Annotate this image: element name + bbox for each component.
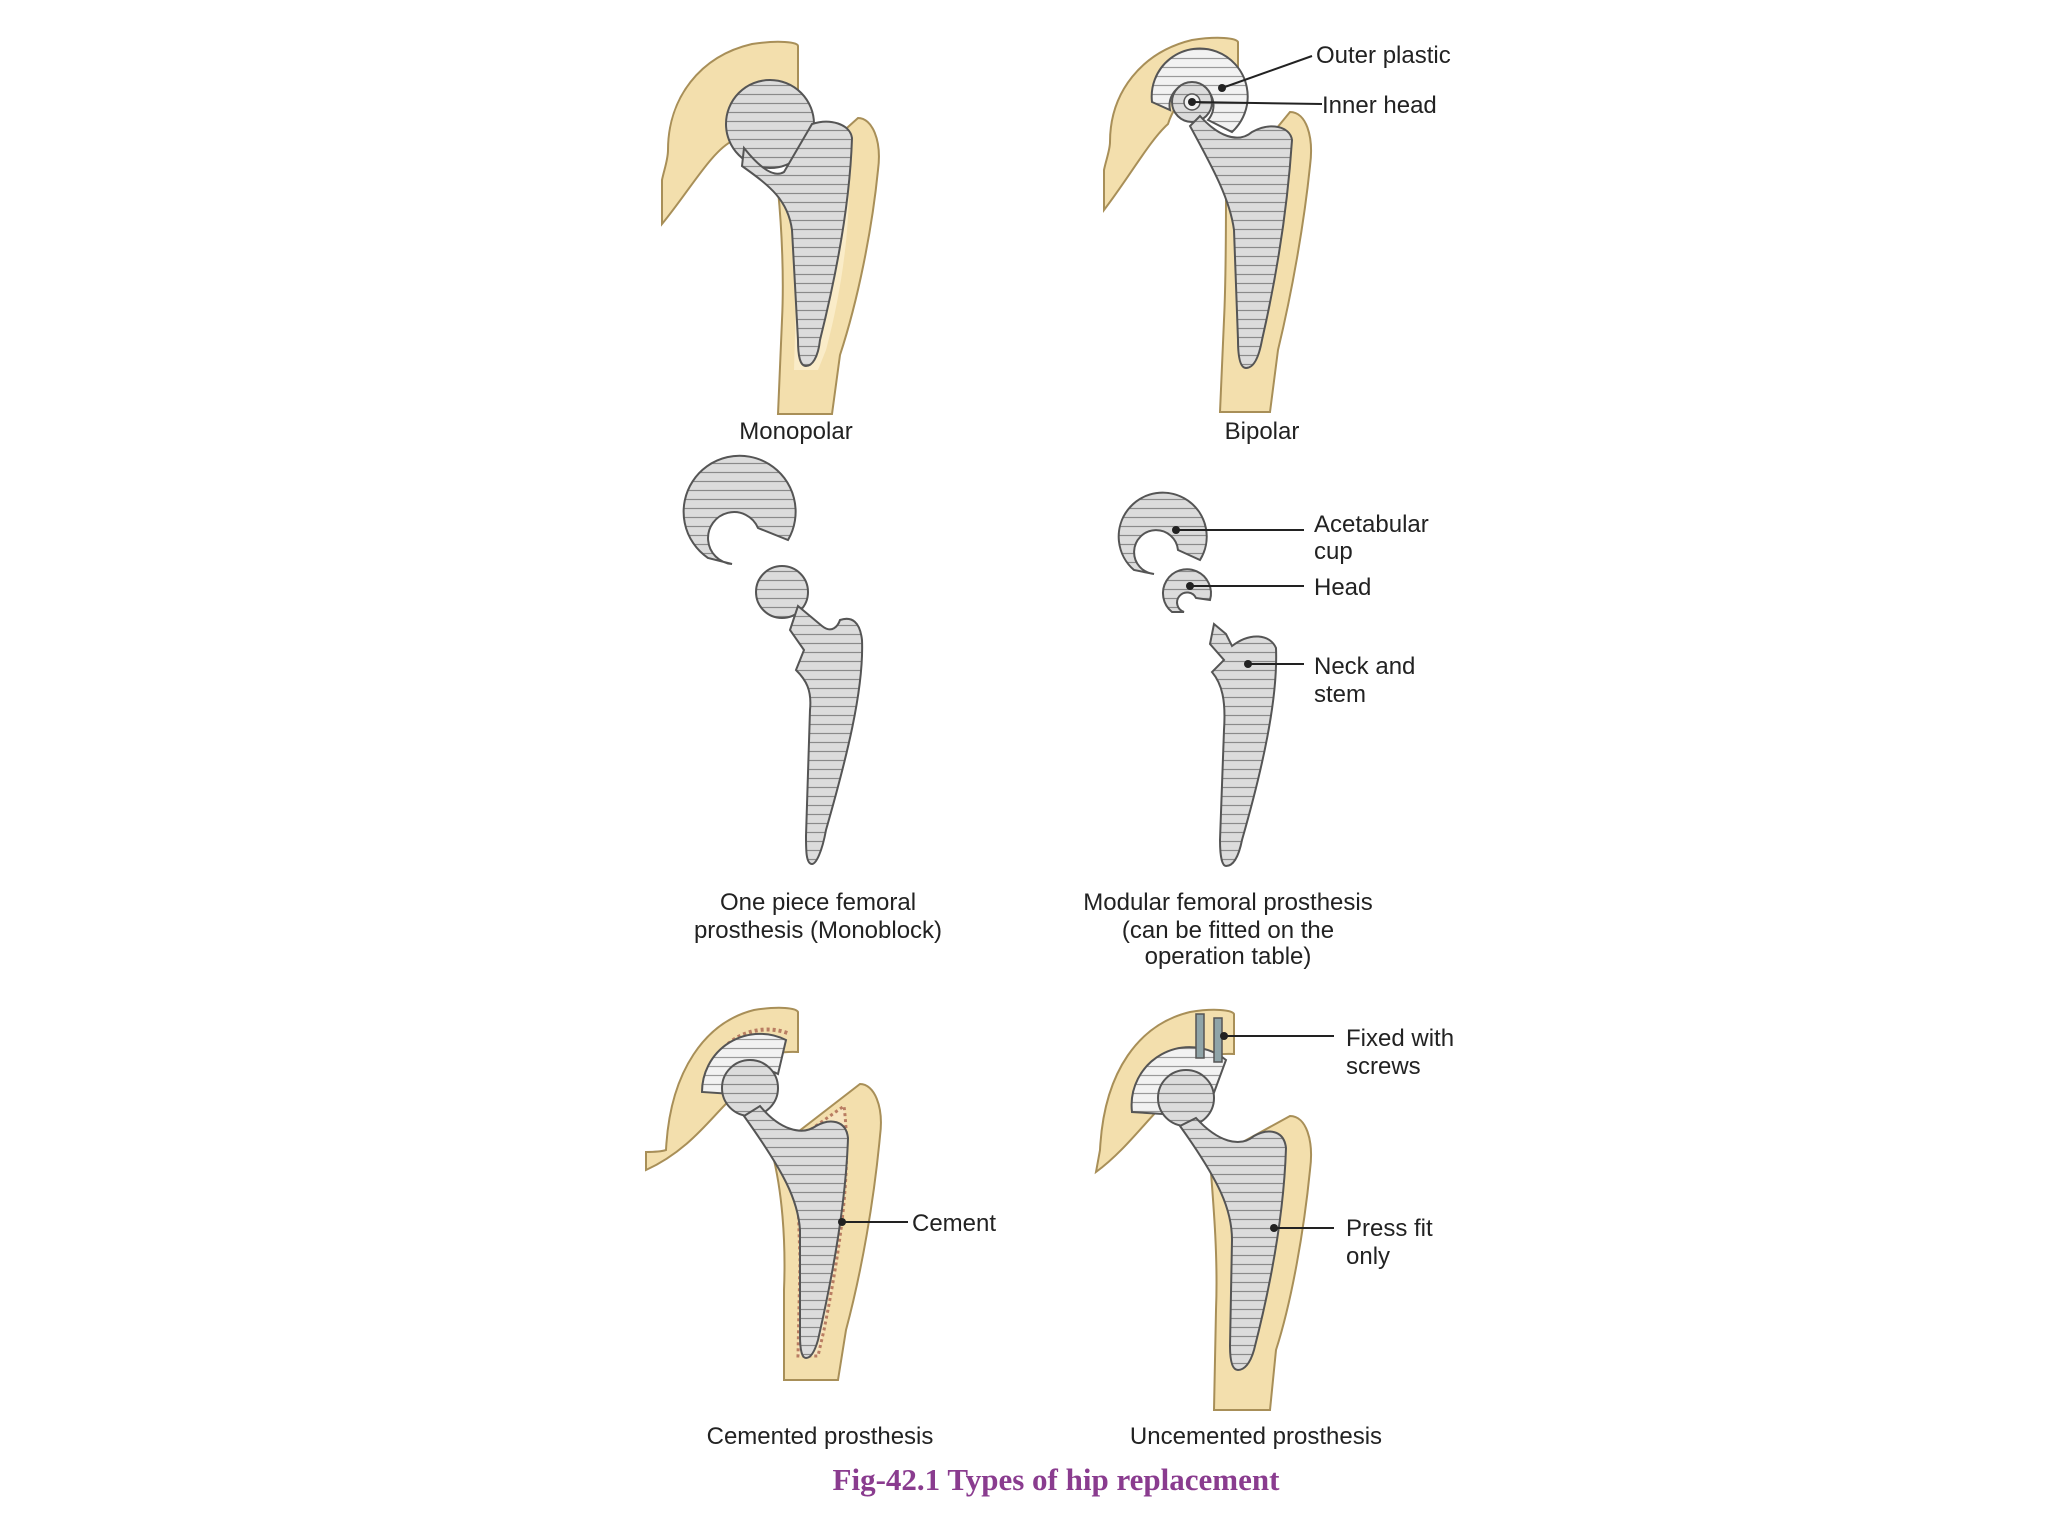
modular-caption-line-3: operation table) <box>1145 943 1312 970</box>
prosthesis-stem <box>1178 1116 1288 1372</box>
cemented-panel: Cement Cemented prosthesis <box>645 1006 996 1450</box>
press-fit-dot <box>1270 1224 1278 1232</box>
neck-stem-dot <box>1244 660 1252 668</box>
cement-label: Cement <box>912 1210 996 1237</box>
acetabular-cup-dot <box>1172 526 1180 534</box>
prosthesis-head <box>755 565 809 619</box>
prosthesis-head <box>721 1059 779 1117</box>
outer-plastic-label: Outer plastic <box>1316 42 1451 69</box>
prosthesis-head <box>1157 1069 1215 1127</box>
acetabular-cup-label-line-1: Acetabular <box>1314 511 1429 538</box>
inner-head-leader <box>1191 101 1323 105</box>
monoblock-caption-line-2: prosthesis (Monoblock) <box>694 917 942 944</box>
monopolar-caption: Monopolar <box>739 418 852 445</box>
monopolar-panel: Monopolar <box>661 40 880 445</box>
monoblock-stem <box>755 565 864 866</box>
modular-panel: Acetabular cup Head Neck and stem Modula… <box>1083 491 1429 970</box>
screw <box>1195 1013 1205 1059</box>
prosthesis-stem <box>742 1104 850 1360</box>
screws-dot <box>1220 1032 1228 1040</box>
modular-caption-line-1: Modular femoral prosthesis <box>1083 889 1372 916</box>
prosthesis-stem <box>788 604 864 866</box>
prosthesis-stem <box>1188 114 1294 370</box>
bipolar-caption: Bipolar <box>1225 418 1300 445</box>
neck-and-stem <box>1208 622 1278 868</box>
acetabular-cup <box>682 454 797 565</box>
screw <box>1213 1017 1223 1063</box>
cement-dot <box>838 1218 846 1226</box>
neck-stem-label-line-2: stem <box>1314 681 1366 708</box>
fixed-screws-label-line-2: screws <box>1346 1053 1421 1080</box>
outer-plastic-leader <box>1221 55 1313 89</box>
acetabular-cup <box>1117 491 1208 575</box>
inner-head-dot <box>1188 98 1196 106</box>
outer-plastic-dot <box>1218 84 1226 92</box>
prosthesis-stem <box>740 120 854 368</box>
press-fit-label-line-2: only <box>1346 1243 1390 1270</box>
monopolar-prosthesis <box>725 79 854 368</box>
acetabular-cup-label-line-2: cup <box>1314 538 1353 565</box>
inner-head-label: Inner head <box>1322 92 1437 119</box>
fixed-screws-label-line-1: Fixed with <box>1346 1025 1454 1052</box>
uncemented-panel: Fixed with screws Press fit only Uncemen… <box>1094 1008 1454 1450</box>
figure-caption: Fig-42.1 Types of hip replacement <box>833 1462 1281 1497</box>
monoblock-panel: One piece femoral prosthesis (Monoblock) <box>682 454 942 944</box>
head-dot <box>1186 582 1194 590</box>
modular-caption-line-2: (can be fitted on the <box>1122 917 1334 944</box>
uncemented-caption: Uncemented prosthesis <box>1130 1423 1382 1450</box>
press-fit-label-line-1: Press fit <box>1346 1215 1433 1242</box>
head-label: Head <box>1314 574 1371 601</box>
cemented-caption: Cemented prosthesis <box>707 1423 934 1450</box>
modular-head <box>1162 568 1212 613</box>
monoblock-caption-line-1: One piece femoral <box>720 889 916 916</box>
bipolar-panel: Outer plastic Inner head Bipolar <box>1103 36 1451 445</box>
neck-stem-label-line-1: Neck and <box>1314 653 1415 680</box>
fixation-screws <box>1195 1013 1223 1063</box>
